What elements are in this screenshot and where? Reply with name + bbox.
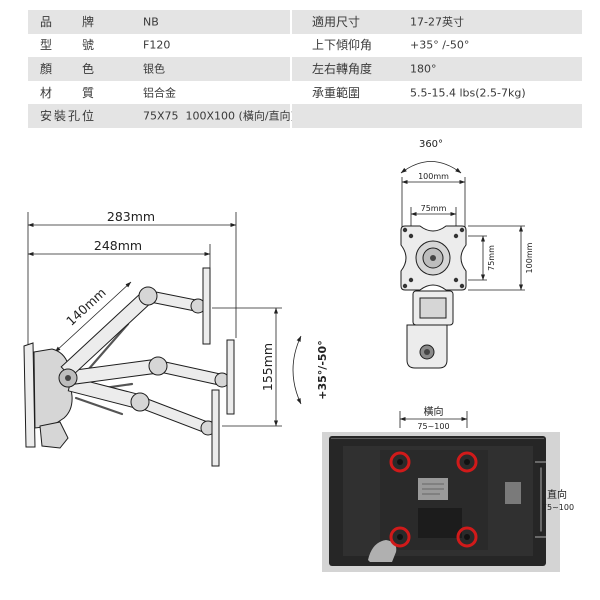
horizontal-range: 75~100 <box>417 422 449 431</box>
highlight-ring-top-left <box>389 451 411 473</box>
dimension-outer-height: 100mm <box>468 225 534 291</box>
tv-cable <box>368 540 397 562</box>
spec-row-color: 顏 色 银色 左右轉角度 180° <box>28 57 582 81</box>
mount-hole-top-left <box>397 459 403 465</box>
dimension-label-248: 248mm <box>94 238 142 253</box>
vertical-label: 直向 <box>547 488 567 501</box>
dimension-248: 248mm <box>27 238 211 268</box>
tv-back-photo: 橫向 75~100 直向 75~100 <box>322 405 574 572</box>
spec-value-brand: NB <box>143 15 159 29</box>
dimension-283: 283mm <box>27 209 237 346</box>
tv-side-sticker <box>505 482 521 504</box>
spec-label-screen-size: 適用尺寸 <box>312 14 361 29</box>
dimension-label-100-height: 100mm <box>525 242 534 273</box>
spec-row-model: 型 號 F120 上下傾仰角 +35° /-50° <box>28 34 582 58</box>
elbow-joint-lower <box>130 392 150 412</box>
spec-cell-right: 左右轉角度 180° <box>292 57 582 81</box>
spec-label-model: 型 號 <box>40 38 97 53</box>
tilt-range-label: +35°/-50° <box>316 340 329 399</box>
elbow-joint-upper <box>138 286 158 306</box>
highlight-ring-bottom-left <box>389 526 411 548</box>
side-view-drawing: 283mm 248mm 140mm <box>23 209 329 467</box>
monitor-plate-upper <box>202 267 211 345</box>
rotation-label: 360° <box>419 139 443 150</box>
spec-cell-left: 型 號 F120 <box>28 34 290 58</box>
dimension-horizontal-spacing: 橫向 75~100 <box>399 405 468 431</box>
spec-label-vesa: 安裝孔位 <box>40 109 97 124</box>
spec-label-tilt: 上下傾仰角 <box>312 38 373 53</box>
mount-hole-bottom-right <box>464 534 470 540</box>
vertical-range: 75~100 <box>542 503 574 512</box>
dimension-label-140: 140mm <box>63 285 109 329</box>
spec-value-tilt: +35° /-50° <box>410 38 470 52</box>
spec-value-swivel: 180° <box>410 62 437 76</box>
mount-hole-bottom-left <box>397 534 403 540</box>
tv-connector-panel <box>418 508 462 538</box>
gas-spring-lower <box>74 396 124 416</box>
spec-cell-left: 材 質 铝合金 <box>28 81 290 105</box>
highlight-ring-bottom-right <box>456 526 478 548</box>
spec-cell-left: 顏 色 银色 <box>28 57 290 81</box>
horizontal-label: 橫向 <box>424 405 444 418</box>
vesa-hole-75-bottom-right <box>453 277 459 283</box>
monitor-plate-lower <box>211 389 220 467</box>
spec-value-vesa: 75X75 100X100 (橫向/直向) <box>143 109 295 123</box>
spec-cell-right: 適用尺寸 17-27英寸 <box>292 10 582 34</box>
vesa-hole-100-top-right <box>459 227 465 233</box>
spec-table: 品 牌 NB 適用尺寸 17-27英寸 型 號 F120 上下傾仰角 +35° … <box>28 10 582 128</box>
dimension-outer-width: 100mm <box>401 172 466 228</box>
spec-row-brand: 品 牌 NB 適用尺寸 17-27英寸 <box>28 10 582 34</box>
vesa-view-drawing: 360° 100mm 75mm 75mm <box>400 139 534 369</box>
tilt-joint-hinge <box>419 297 447 319</box>
mount-hole-top-right <box>464 459 470 465</box>
lower-clamp <box>39 421 69 449</box>
spec-cell-left: 品 牌 NB <box>28 10 290 34</box>
vesa-hole-75-top-left <box>408 233 414 239</box>
vesa-hole-100-top-left <box>402 227 408 233</box>
vesa-hole-75-top-right <box>453 233 459 239</box>
vesa-center-bolt <box>430 255 436 261</box>
spec-value-color: 银色 <box>143 62 165 76</box>
spec-value-screen-size: 17-27英寸 <box>410 15 464 29</box>
spec-row-material: 材 質 铝合金 承重範圍 5.5-15.4 lbs(2.5-7kg) <box>28 81 582 105</box>
spec-label-load: 承重範圍 <box>312 85 361 100</box>
dimension-155: 155mm <box>212 307 282 427</box>
dimension-label-75-height: 75mm <box>487 245 496 271</box>
dimension-label-100-width: 100mm <box>418 172 449 181</box>
highlight-ring-top-right <box>456 451 478 473</box>
spec-cell-right: 承重範圍 5.5-15.4 lbs(2.5-7kg) <box>292 81 582 105</box>
dimension-label-283: 283mm <box>107 209 155 224</box>
shoulder-pivot-center <box>65 375 71 381</box>
spec-label-brand: 品 牌 <box>40 14 97 29</box>
spec-label-swivel: 左右轉角度 <box>312 61 373 76</box>
dimension-vertical-spacing <box>535 461 548 538</box>
tension-knob-center <box>424 349 430 355</box>
rotation-indicator: 360° <box>400 139 462 174</box>
dimension-line-140 <box>54 281 132 353</box>
spec-value-model: F120 <box>143 38 171 52</box>
spec-value-material: 铝合金 <box>143 86 176 100</box>
rotation-arc-arrow <box>400 161 462 174</box>
elbow-joint-middle <box>148 356 168 376</box>
vesa-hole-100-bottom-right <box>459 283 465 289</box>
dimension-inner-height: 75mm <box>468 235 496 281</box>
monitor-plate-middle <box>226 339 235 415</box>
spec-label-color: 顏 色 <box>40 61 97 76</box>
spec-cell-right: 上下傾仰角 +35° /-50° <box>292 34 582 58</box>
tilt-indicator: +35°/-50° <box>292 335 329 405</box>
spec-value-load: 5.5-15.4 lbs(2.5-7kg) <box>410 86 526 100</box>
vesa-hole-75-bottom-left <box>408 277 414 283</box>
spec-row-vesa: 安裝孔位 75X75 100X100 (橫向/直向) <box>28 104 582 128</box>
vesa-hole-100-bottom-left <box>402 283 408 289</box>
wall-plate <box>23 342 36 448</box>
dimension-label-155: 155mm <box>260 343 275 391</box>
spec-label-material: 材 質 <box>40 85 97 100</box>
dimension-label-75-width: 75mm <box>421 204 447 213</box>
tilt-arc-arrow <box>292 335 302 405</box>
spec-cell-right-empty <box>292 104 582 128</box>
wall-bracket <box>33 348 73 429</box>
spec-cell-left: 安裝孔位 75X75 100X100 (橫向/直向) <box>28 104 295 128</box>
